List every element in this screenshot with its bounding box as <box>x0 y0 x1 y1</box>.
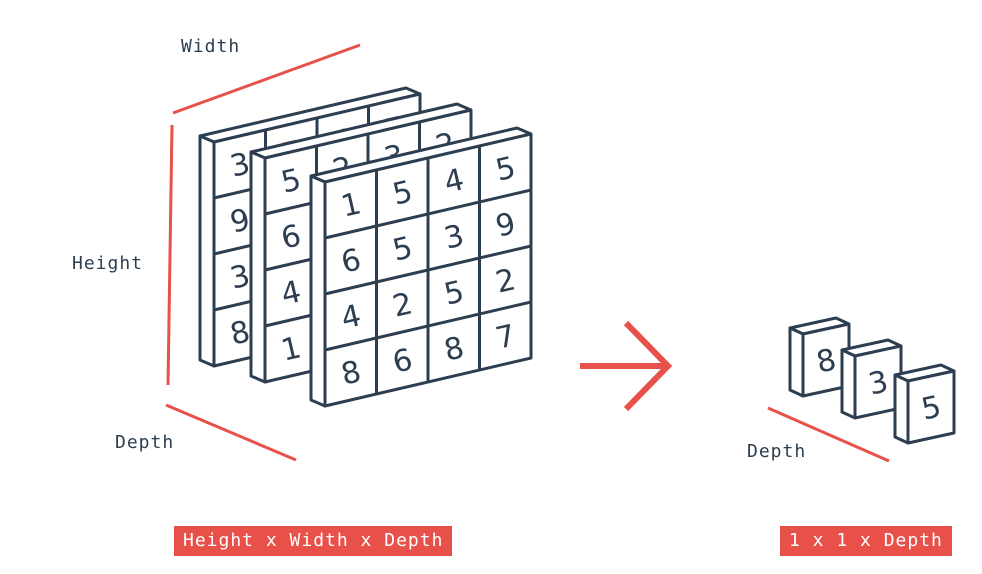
depth-label-right: Depth <box>747 441 807 462</box>
depth-dimension-line-left <box>165 403 297 462</box>
pooled-value-cube: 3 <box>840 338 903 420</box>
height-dimension-line <box>166 124 174 386</box>
pooled-value-cube: 8 <box>788 316 851 398</box>
depth-dimension-line-right <box>767 406 890 463</box>
arrow-right-icon <box>580 320 673 412</box>
width-dimension-line <box>172 43 361 115</box>
pooled-value-cube: 5 <box>893 363 956 445</box>
height-label: Height <box>72 253 144 274</box>
output-dimensions-caption: 1 x 1 x Depth <box>780 526 952 556</box>
depth-label-left: Depth <box>115 432 175 453</box>
width-label: Width <box>181 36 241 57</box>
input-dimensions-caption: Height x Width x Depth <box>174 526 453 556</box>
